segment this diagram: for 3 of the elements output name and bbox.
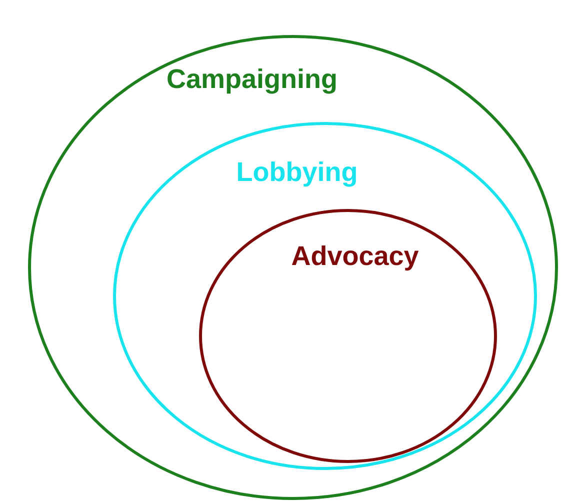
set-label: Advocacy [291, 241, 419, 272]
set-label: Lobbying [236, 157, 358, 188]
set-label: Campaigning [166, 64, 338, 95]
